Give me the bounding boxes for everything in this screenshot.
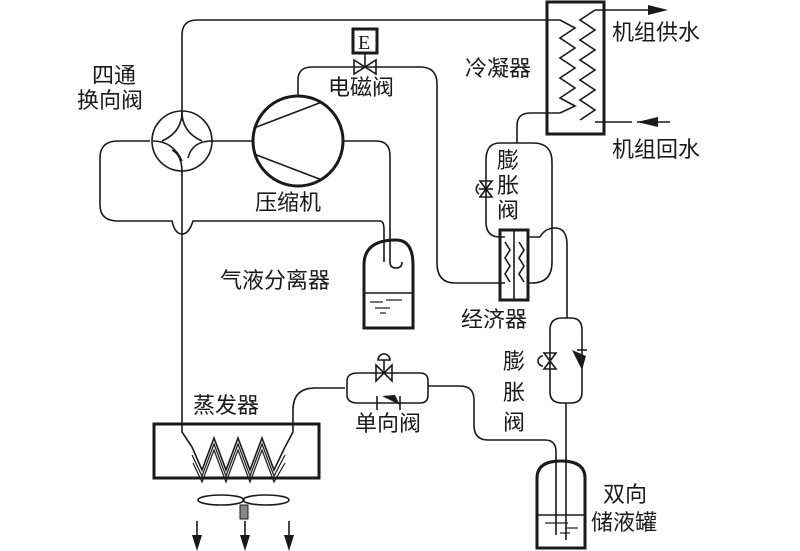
label-economizer: 经济器 bbox=[461, 308, 527, 333]
label-lower-expansion-1: 膨 bbox=[503, 350, 525, 375]
lower-check-valve bbox=[572, 349, 587, 370]
pipe-condenser-to-expansion bbox=[516, 112, 560, 143]
economizer bbox=[498, 228, 530, 302]
label-gas-liquid-separator: 气液分离器 bbox=[220, 269, 330, 294]
check-valve bbox=[376, 395, 401, 410]
label-receiver-1: 双向 bbox=[603, 483, 647, 508]
four-way-reversing-valve bbox=[151, 110, 213, 173]
pipe-discharge-to-condenser bbox=[181, 19, 560, 112]
label-compressor: 压缩机 bbox=[255, 191, 321, 216]
label-condenser: 冷凝器 bbox=[465, 57, 531, 82]
pipe-compressor-to-separator bbox=[343, 140, 403, 269]
evaporator-fan bbox=[197, 494, 290, 520]
label-evaporator: 蒸发器 bbox=[193, 394, 259, 419]
label-four-way-valve-1: 四通 bbox=[92, 64, 136, 89]
airflow-arrows bbox=[192, 521, 294, 551]
label-upper-expansion-3: 阀 bbox=[497, 199, 519, 224]
solenoid-symbol: E bbox=[358, 32, 370, 54]
supply-water-arrow bbox=[632, 5, 668, 15]
pipe-valve-to-evaporator bbox=[181, 172, 193, 448]
upper-expansion-valve bbox=[475, 180, 494, 198]
pipe-upper-expansion-loop-left bbox=[485, 142, 505, 238]
label-upper-expansion-1: 膨 bbox=[497, 149, 519, 174]
check-valve-expansion bbox=[375, 353, 393, 383]
pipe-upper-expansion-loop bbox=[500, 142, 553, 284]
label-upper-expansion-2: 胀 bbox=[497, 174, 519, 199]
pipe-lower-expansion-loop bbox=[549, 317, 583, 404]
pipe-check-valve-to-receiver bbox=[428, 385, 557, 535]
pipe-check-valve-loop bbox=[346, 372, 429, 404]
label-solenoid-valve: 电磁阀 bbox=[328, 76, 394, 101]
label-check-valve: 单向阀 bbox=[355, 412, 421, 437]
label-four-way-valve-2: 换向阀 bbox=[77, 89, 143, 114]
label-lower-expansion-2: 胀 bbox=[503, 381, 525, 406]
condenser bbox=[545, 0, 632, 136]
pipe-four-way-left-loop bbox=[99, 140, 385, 262]
solenoid-valve: E bbox=[351, 27, 379, 76]
label-receiver-2: 储液罐 bbox=[591, 511, 657, 536]
compressor bbox=[251, 94, 345, 188]
label-unit-supply-water: 机组供水 bbox=[612, 21, 700, 46]
evaporator bbox=[152, 422, 321, 484]
bidirectional-receiver bbox=[535, 459, 587, 550]
label-unit-return-water: 机组回水 bbox=[612, 138, 700, 163]
pipe-economizer-injection bbox=[297, 66, 505, 284]
label-lower-expansion-3: 阀 bbox=[503, 411, 525, 436]
return-water-arrow bbox=[637, 117, 670, 127]
pipe-economizer-to-lower-expansion bbox=[528, 227, 568, 318]
lower-expansion-valve bbox=[537, 352, 558, 370]
gas-liquid-separator bbox=[362, 238, 415, 330]
pipe-evaporator-to-check-valve bbox=[284, 387, 345, 448]
